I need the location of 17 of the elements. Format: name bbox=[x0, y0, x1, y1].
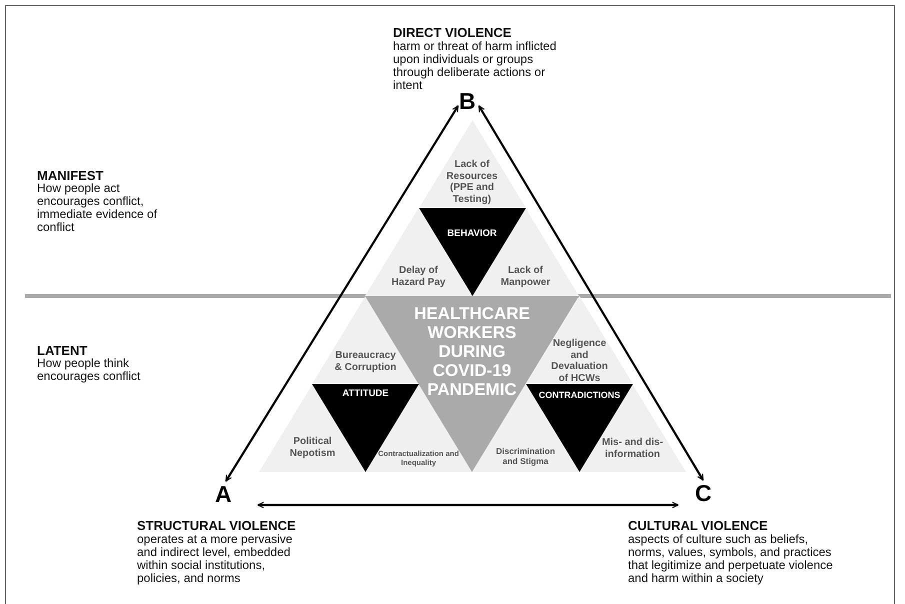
double-arrow bbox=[257, 502, 679, 508]
description-text: aspects of culture such as beliefs, norms, values, symbols, and practices that legitimize and perpetuate violence and harm within a society bbox=[628, 533, 834, 585]
double-arrow bbox=[478, 105, 704, 481]
description-text: How people act encourages conflict, immediate evidence of conflict bbox=[37, 182, 158, 234]
description-text: operates at a more pervasive and indirect level, embedded within social institutions, policies, and norms bbox=[137, 533, 294, 585]
triangle-cell: Lack of Resources (PPE and Testing) bbox=[418, 120, 526, 208]
section-heading: MANIFEST bbox=[37, 168, 104, 183]
section-heading: STRUCTURAL VIOLENCE bbox=[137, 518, 297, 533]
description-text: How people think encourages conflict bbox=[37, 357, 142, 383]
double-arrow bbox=[225, 105, 459, 482]
section-heading: LATENT bbox=[37, 343, 88, 358]
description-text: harm or threat of harm inflicted upon individuals or groups through deliberate actions or intent bbox=[393, 40, 558, 92]
vertex-letter: B bbox=[459, 89, 476, 113]
vertex-letter: C bbox=[695, 481, 712, 505]
section-heading: CULTURAL VIOLENCE bbox=[628, 518, 769, 533]
section-heading: DIRECT VIOLENCE bbox=[393, 25, 512, 40]
vertex-letter: A bbox=[215, 482, 232, 506]
